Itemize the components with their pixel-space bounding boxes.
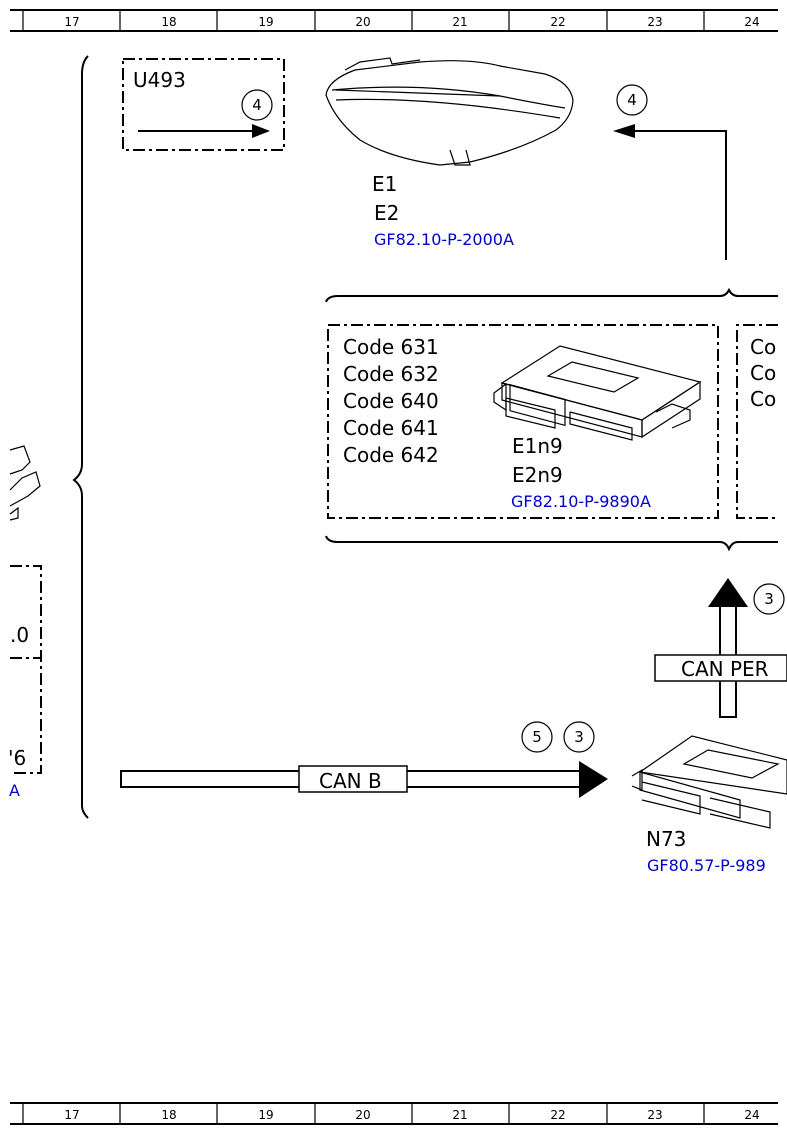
ruler-number: 18 [161,15,176,29]
left-partial-module-icon [9,445,41,521]
reference-number: 5 [532,728,542,746]
arrow-head-icon [613,124,635,138]
code-item: Code 632 [343,362,439,386]
code-item: Co [750,387,776,411]
left-partial-text: .0 [10,623,29,647]
can-b-bus[interactable]: CAN B 5 3 [120,721,608,798]
code-item: Code 640 [343,389,439,413]
ruler-number: 24 [744,1108,759,1122]
reference-circle [563,721,595,753]
reference-circle [753,583,785,615]
u493-label: U493 [133,68,186,92]
code-item: Code 631 [343,335,439,359]
ruler-number: 19 [258,15,273,29]
left-partial-box [10,565,42,774]
ruler-number: 23 [647,15,662,29]
module-label-e1n9: E1n9 [512,434,563,458]
reference-number: 4 [627,91,637,109]
module-label-e2n9: E2n9 [512,463,563,487]
ruler-number: 20 [355,1108,370,1122]
can-b-label: CAN B [319,769,382,793]
control-unit-group[interactable]: Code 631 Code 632 Code 640 Code 641 Code… [327,324,719,519]
code-item: Co [750,361,776,385]
code-item: Co [750,335,776,359]
ruler-number: 21 [452,1108,467,1122]
headlamp-icon [325,57,574,166]
u493-component[interactable]: U493 4 [122,58,285,151]
n73-doc-link[interactable]: GF80.57-P-989 [647,856,766,875]
reference-number: 3 [574,728,584,746]
ruler-number: 17 [64,1108,79,1122]
ruler-number: 22 [550,15,565,29]
ruler-number: 23 [647,1108,662,1122]
reference-circle [521,721,553,753]
signal-line [630,130,727,260]
control-unit-doc-link[interactable]: GF82.10-P-9890A [511,492,651,511]
ruler-number: 24 [744,15,759,29]
can-per-label: CAN PER [681,657,769,681]
reference-circle [241,89,273,121]
right-partial-box[interactable]: Co Co Co [736,324,778,519]
arrow-head-icon [579,761,608,798]
left-partial-text: '6 [8,746,26,770]
reference-number: 4 [252,96,262,114]
n73-module-icon [631,735,787,829]
code-item: Code 642 [343,443,439,467]
arrow-head-icon [708,578,748,607]
ruler-number: 19 [258,1108,273,1122]
left-brace [72,55,89,819]
headlamp-label-e2: E2 [374,201,399,225]
control-module-icon [493,345,702,441]
n73-label: N73 [646,827,686,851]
headlamp-doc-link[interactable]: GF82.10-P-2000A [374,230,514,249]
ruler-number: 17 [64,15,79,29]
ruler-number: 22 [550,1108,565,1122]
top-ruler: 17 18 19 20 21 22 23 24 [10,9,778,32]
bottom-brace [325,535,778,552]
bottom-ruler: 17 18 19 20 21 22 23 24 [10,1102,778,1125]
code-item: Code 641 [343,416,439,440]
left-partial-link[interactable]: A [9,781,20,800]
reference-circle [616,84,648,116]
reference-number: 3 [764,590,774,608]
headlamp-label-e1: E1 [372,172,397,196]
can-per-bus[interactable]: CAN PER 3 [654,578,787,718]
arrow-head-icon [252,124,270,138]
ruler-number: 21 [452,15,467,29]
ruler-number: 20 [355,15,370,29]
ruler-number: 18 [161,1108,176,1122]
top-brace [325,287,778,303]
